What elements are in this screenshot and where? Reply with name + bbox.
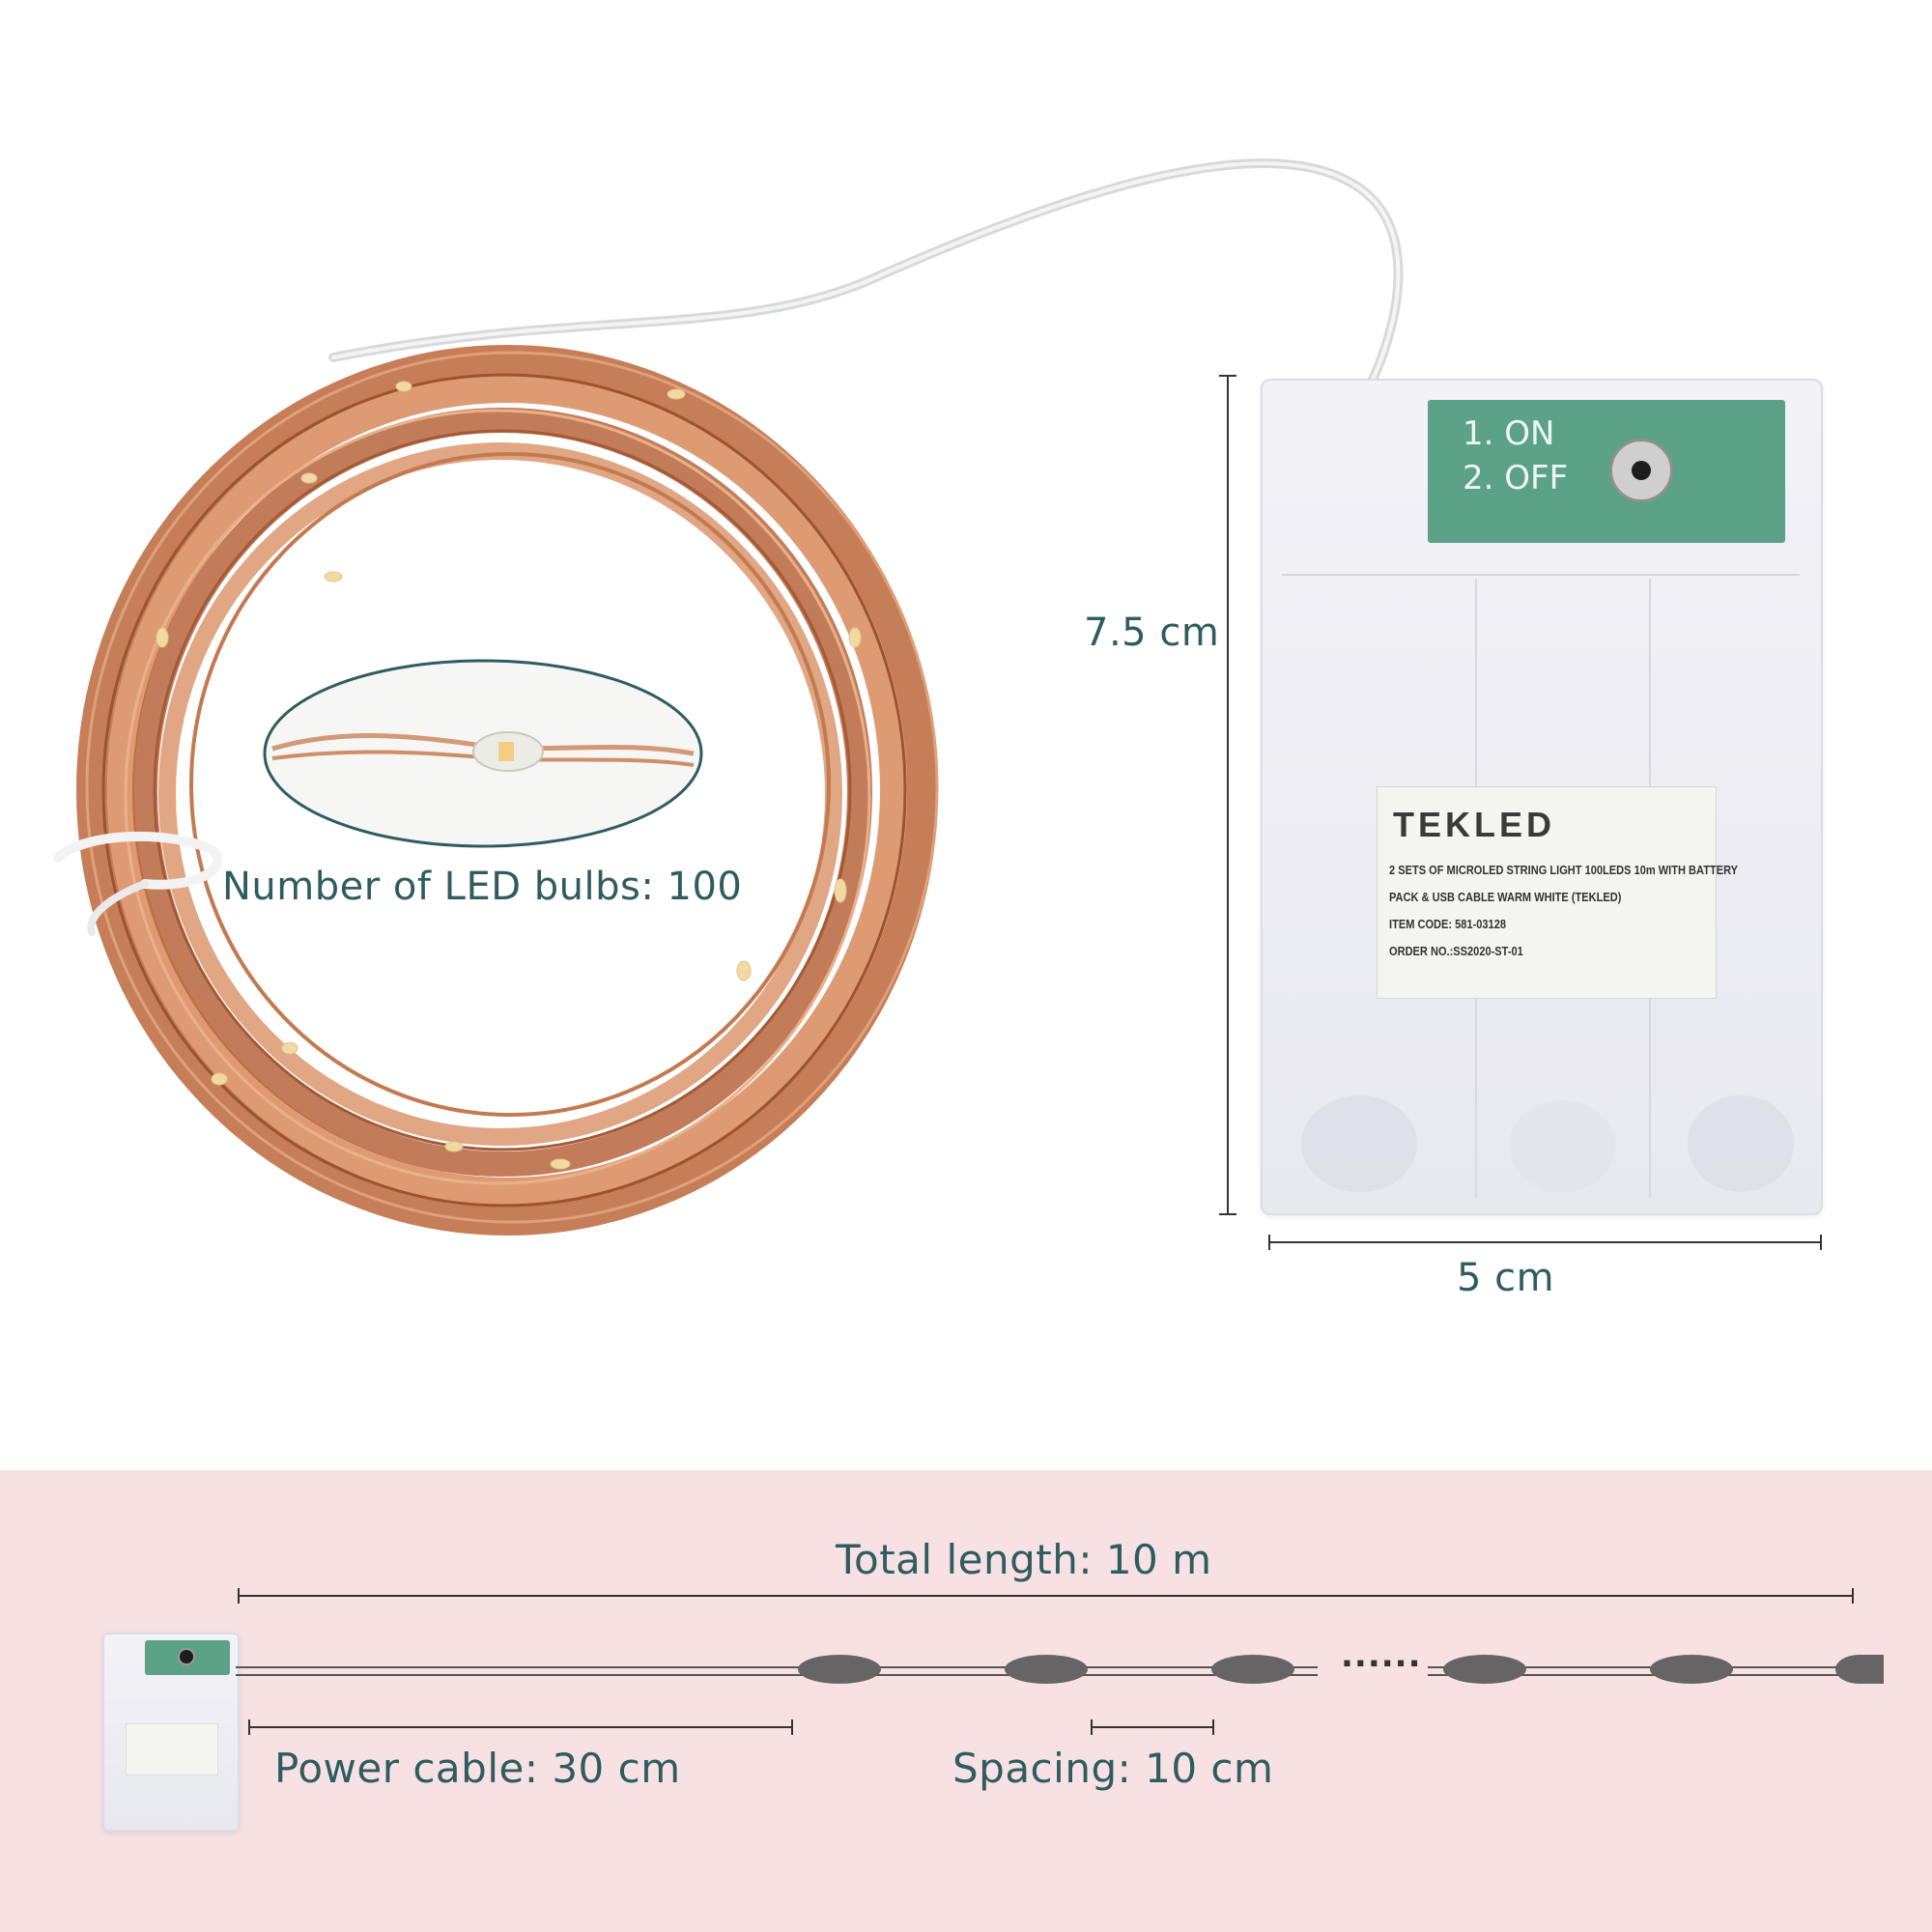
width-dimension-line xyxy=(1268,1235,1822,1250)
sticker-line-3: ITEM CODE: 581-03128 xyxy=(1389,917,1506,931)
spacing-dimension-line xyxy=(1091,1719,1214,1735)
switch-board: 1. ON 2. OFF xyxy=(1428,400,1785,543)
led-dot xyxy=(1005,1655,1088,1684)
led-string-wire xyxy=(236,1666,1318,1676)
led-dot xyxy=(1835,1655,1884,1684)
led-dot xyxy=(1443,1655,1526,1684)
product-sticker: TEKLED 2 SETS OF MICROLED STRING LIGHT 1… xyxy=(1377,786,1738,999)
switch-off-label: 2. OFF xyxy=(1463,459,1569,497)
sticker-line-2: PACK & USB CABLE WARM WHITE (TEKLED) xyxy=(1389,890,1622,904)
width-label: 5 cm xyxy=(1457,1256,1555,1300)
ellipsis-dots: ...... xyxy=(1341,1636,1422,1675)
led-dot xyxy=(798,1655,881,1684)
spring-contact-icon xyxy=(1301,1095,1417,1192)
power-switch-button[interactable] xyxy=(1609,439,1673,502)
led-dot xyxy=(1211,1655,1294,1684)
spring-contact-icon xyxy=(1688,1095,1794,1192)
led-count-label: Number of LED bulbs: 100 xyxy=(222,865,743,909)
height-label: 7.5 cm xyxy=(1084,611,1220,655)
power-cable-label: Power cable: 30 cm xyxy=(274,1745,681,1792)
led-closeup-inset xyxy=(263,659,703,848)
mini-switch-icon xyxy=(178,1648,195,1665)
copper-wire-coil xyxy=(53,158,1404,1236)
switch-on-label: 1. ON xyxy=(1463,414,1555,453)
sticker-line-4: ORDER NO.:SS2020-ST-01 xyxy=(1389,944,1523,958)
total-length-label: Total length: 10 m xyxy=(836,1536,1212,1583)
height-dimension-line xyxy=(1219,375,1236,1215)
mini-battery-box xyxy=(102,1633,240,1832)
total-length-dimension-line xyxy=(238,1588,1854,1604)
sticker-line-1: 2 SETS OF MICROLED STRING LIGHT 100LEDS … xyxy=(1389,863,1739,877)
led-dot xyxy=(1650,1655,1733,1684)
twist-tie xyxy=(53,831,223,936)
tekled-logo: TEKLED xyxy=(1393,805,1555,844)
spring-contact-icon xyxy=(1509,1100,1615,1192)
power-cable-dimension-line xyxy=(248,1719,793,1735)
spacing-label: Spacing: 10 cm xyxy=(952,1745,1274,1792)
spec-band xyxy=(0,1470,1932,1932)
battery-box: 1. ON 2. OFF TEKLED 2 SETS OF MICROLED S… xyxy=(1261,379,1823,1215)
